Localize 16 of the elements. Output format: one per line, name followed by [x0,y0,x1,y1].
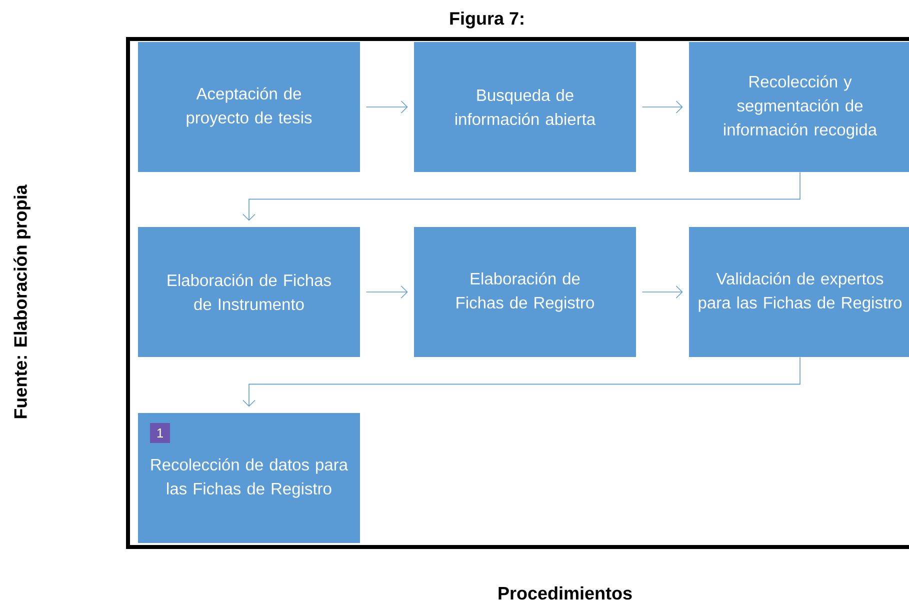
arrow [642,286,683,298]
process-box: Elaboración de Fichas de Registro [414,227,636,357]
process-box: Validación de expertos para las Fichas de Registro [689,227,909,357]
comment-badge: 1 [150,423,170,443]
caption-label: Procedimientos [498,586,632,600]
arrow [242,172,800,221]
process-box: Aceptación de proyecto de tesis [138,42,360,172]
source-note: Fuente: Elaboración propia [14,184,30,418]
arrow [366,286,408,298]
process-box: Busqueda de información abierta [414,42,636,172]
figure-title: Figura 7: [450,12,524,28]
process-box: Elaboración de Fichas de Instrumento [138,227,360,357]
process-box: Recolección y segmentación de información recogida [689,42,909,172]
arrow [242,356,800,407]
arrow [366,100,408,114]
arrow [642,100,683,114]
